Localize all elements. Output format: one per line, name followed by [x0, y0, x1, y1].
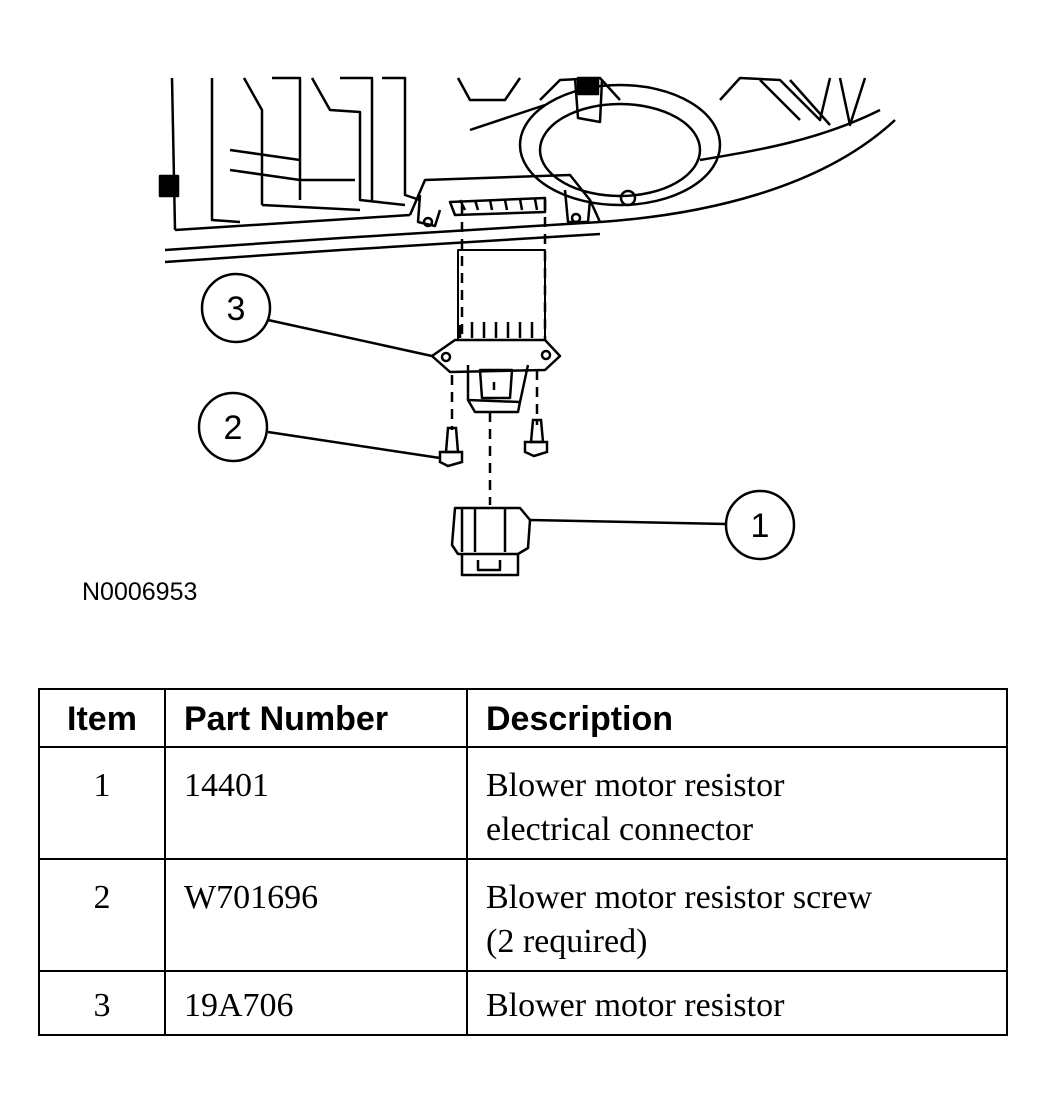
description-cell: Blower motor resistor screw (2 required) — [466, 858, 1008, 972]
header-description: Description — [466, 688, 1008, 748]
callout-1: 1 — [724, 489, 796, 561]
description-line: Blower motor resistor — [486, 767, 785, 804]
svg-text:2: 2 — [224, 409, 243, 447]
description-cell: Blower motor resistor — [466, 970, 1008, 1036]
item-cell: 3 — [38, 970, 166, 1036]
item-cell: 1 — [38, 746, 166, 860]
parts-table: Item Part Number Description 1 14401 Blo… — [38, 688, 1008, 1036]
part-number-cell: W701696 — [164, 858, 468, 972]
electrical-connector — [450, 506, 532, 577]
svg-text:1: 1 — [751, 507, 770, 545]
header-item: Item — [38, 688, 166, 748]
description-line: Blower motor resistor — [486, 987, 785, 1024]
svg-text:3: 3 — [227, 290, 246, 328]
table-row: 3 19A706 Blower motor resistor — [38, 970, 1008, 1036]
part-number-cell: 14401 — [164, 746, 468, 860]
table-header-row: Item Part Number Description — [38, 688, 1008, 748]
table-row: 2 W701696 Blower motor resistor screw (2… — [38, 858, 1008, 972]
callout-leaders — [267, 318, 727, 526]
blower-resistor-illustration: 3 2 1 — [158, 76, 896, 577]
description-line: electrical connector — [486, 811, 754, 848]
callout-3: 3 — [200, 272, 272, 344]
description-line: Blower motor resistor screw — [486, 879, 873, 916]
description-cell: Blower motor resistor electrical connect… — [466, 746, 1008, 860]
description-line: (2 required) — [486, 923, 648, 960]
blower-motor-resistor — [430, 200, 562, 505]
part-number-cell: 19A706 — [164, 970, 468, 1036]
item-cell: 2 — [38, 858, 166, 972]
header-part-number: Part Number — [164, 688, 468, 748]
callout-2: 2 — [197, 391, 269, 463]
table-row: 1 14401 Blower motor resistor electrical… — [38, 746, 1008, 860]
blower-housing — [158, 76, 896, 264]
figure-id-label: N0006953 — [82, 578, 198, 606]
resistor-screws — [438, 418, 549, 468]
